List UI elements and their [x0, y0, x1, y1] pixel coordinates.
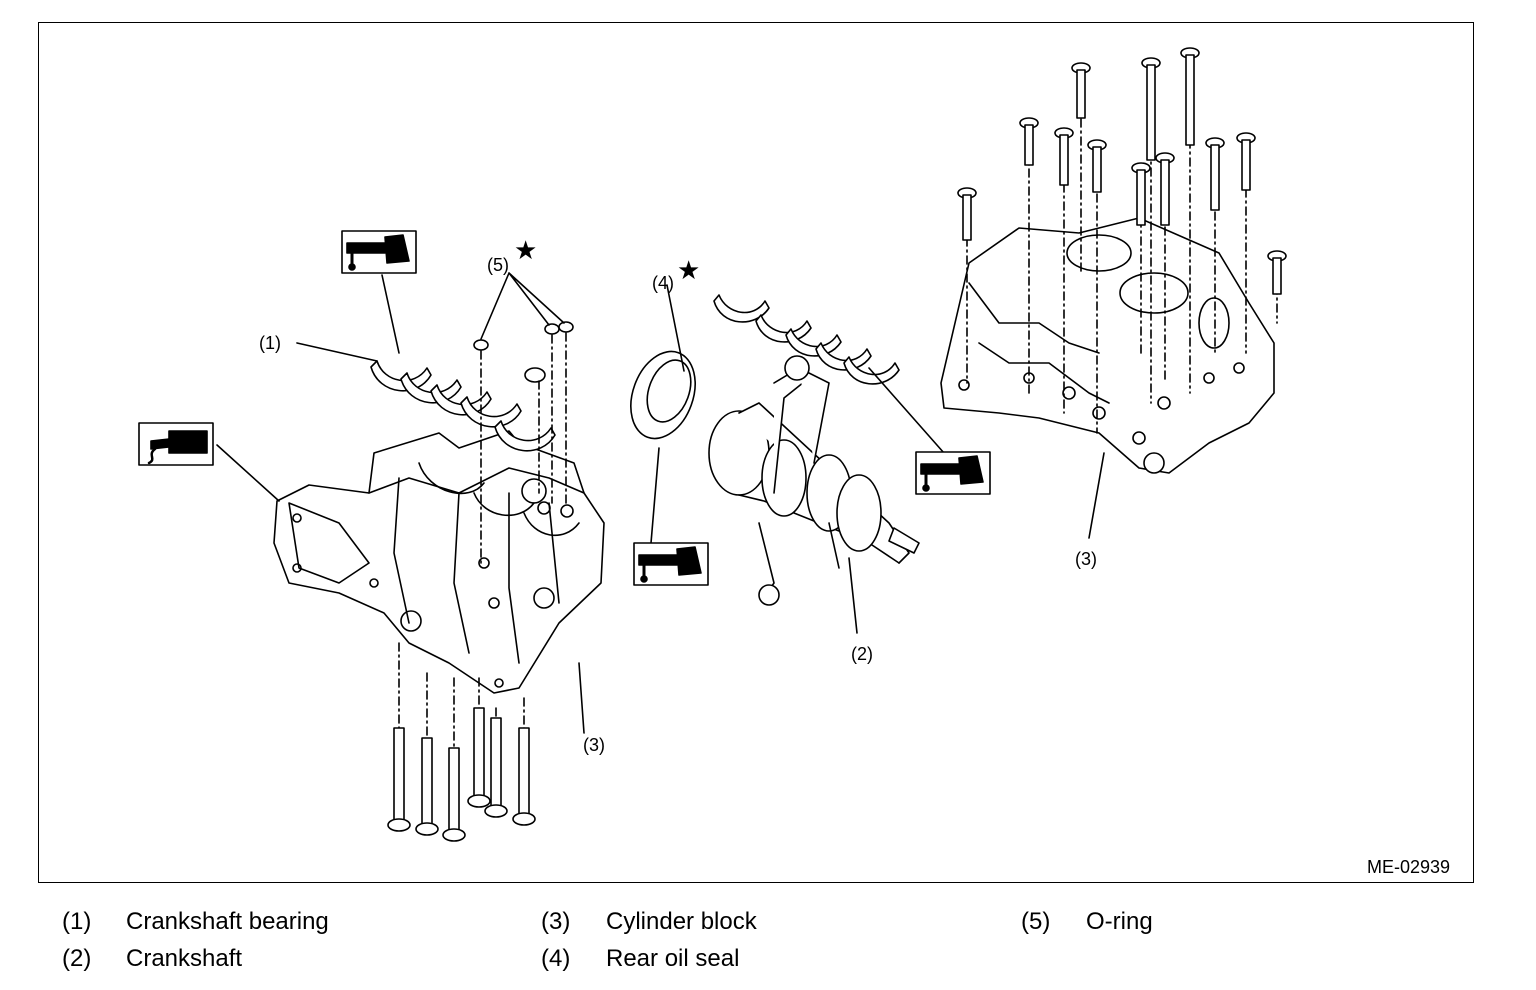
cylinder-block-left-half — [273, 430, 605, 694]
o-rings — [473, 272, 574, 564]
oil-can-icon — [341, 230, 417, 274]
legend-label-4: Rear oil seal — [606, 945, 740, 972]
legend-number-3: (3) — [541, 908, 571, 935]
callout-5: (5) — [487, 255, 509, 275]
sealant-icon — [138, 422, 214, 466]
star-marker: ★ — [677, 255, 701, 285]
callout-4: (4) — [652, 273, 674, 293]
rear-oil-seal — [630, 284, 696, 544]
crankshaft-assembly — [708, 355, 920, 606]
legend-number-4: (4) — [541, 945, 571, 972]
legend-label-2: Crankshaft — [126, 945, 243, 972]
oil-can-icon — [915, 451, 991, 495]
callout-3-left: (3) — [583, 735, 605, 755]
callout-2: (2) — [851, 644, 873, 664]
bolts-lower-left — [387, 642, 536, 842]
legend-label-1: Crankshaft bearing — [126, 908, 329, 935]
leader-lines — [216, 274, 1105, 734]
legend-number-1: (1) — [62, 908, 92, 935]
callout-3-right: (3) — [1075, 549, 1097, 569]
cylinder-block-right-half — [940, 217, 1275, 474]
bolts-upper-right — [957, 47, 1287, 434]
legend-label-3: Cylinder block — [606, 908, 757, 935]
diagram-drawing — [138, 47, 1287, 842]
star-marker: ★ — [514, 235, 538, 265]
legend-label-5: O-ring — [1086, 908, 1153, 935]
callout-1: (1) — [259, 333, 281, 353]
legend-number-2: (2) — [62, 945, 92, 972]
oil-can-icon — [633, 542, 709, 586]
legend-number-5: (5) — [1021, 908, 1051, 935]
crankshaft-bearings-right — [713, 294, 900, 385]
figure-code: ME-02939 — [1367, 857, 1451, 877]
exploded-view-figure: (1) (5) ★ (4) ★ (3) (2) (3) ME-02939 — [38, 22, 1474, 883]
